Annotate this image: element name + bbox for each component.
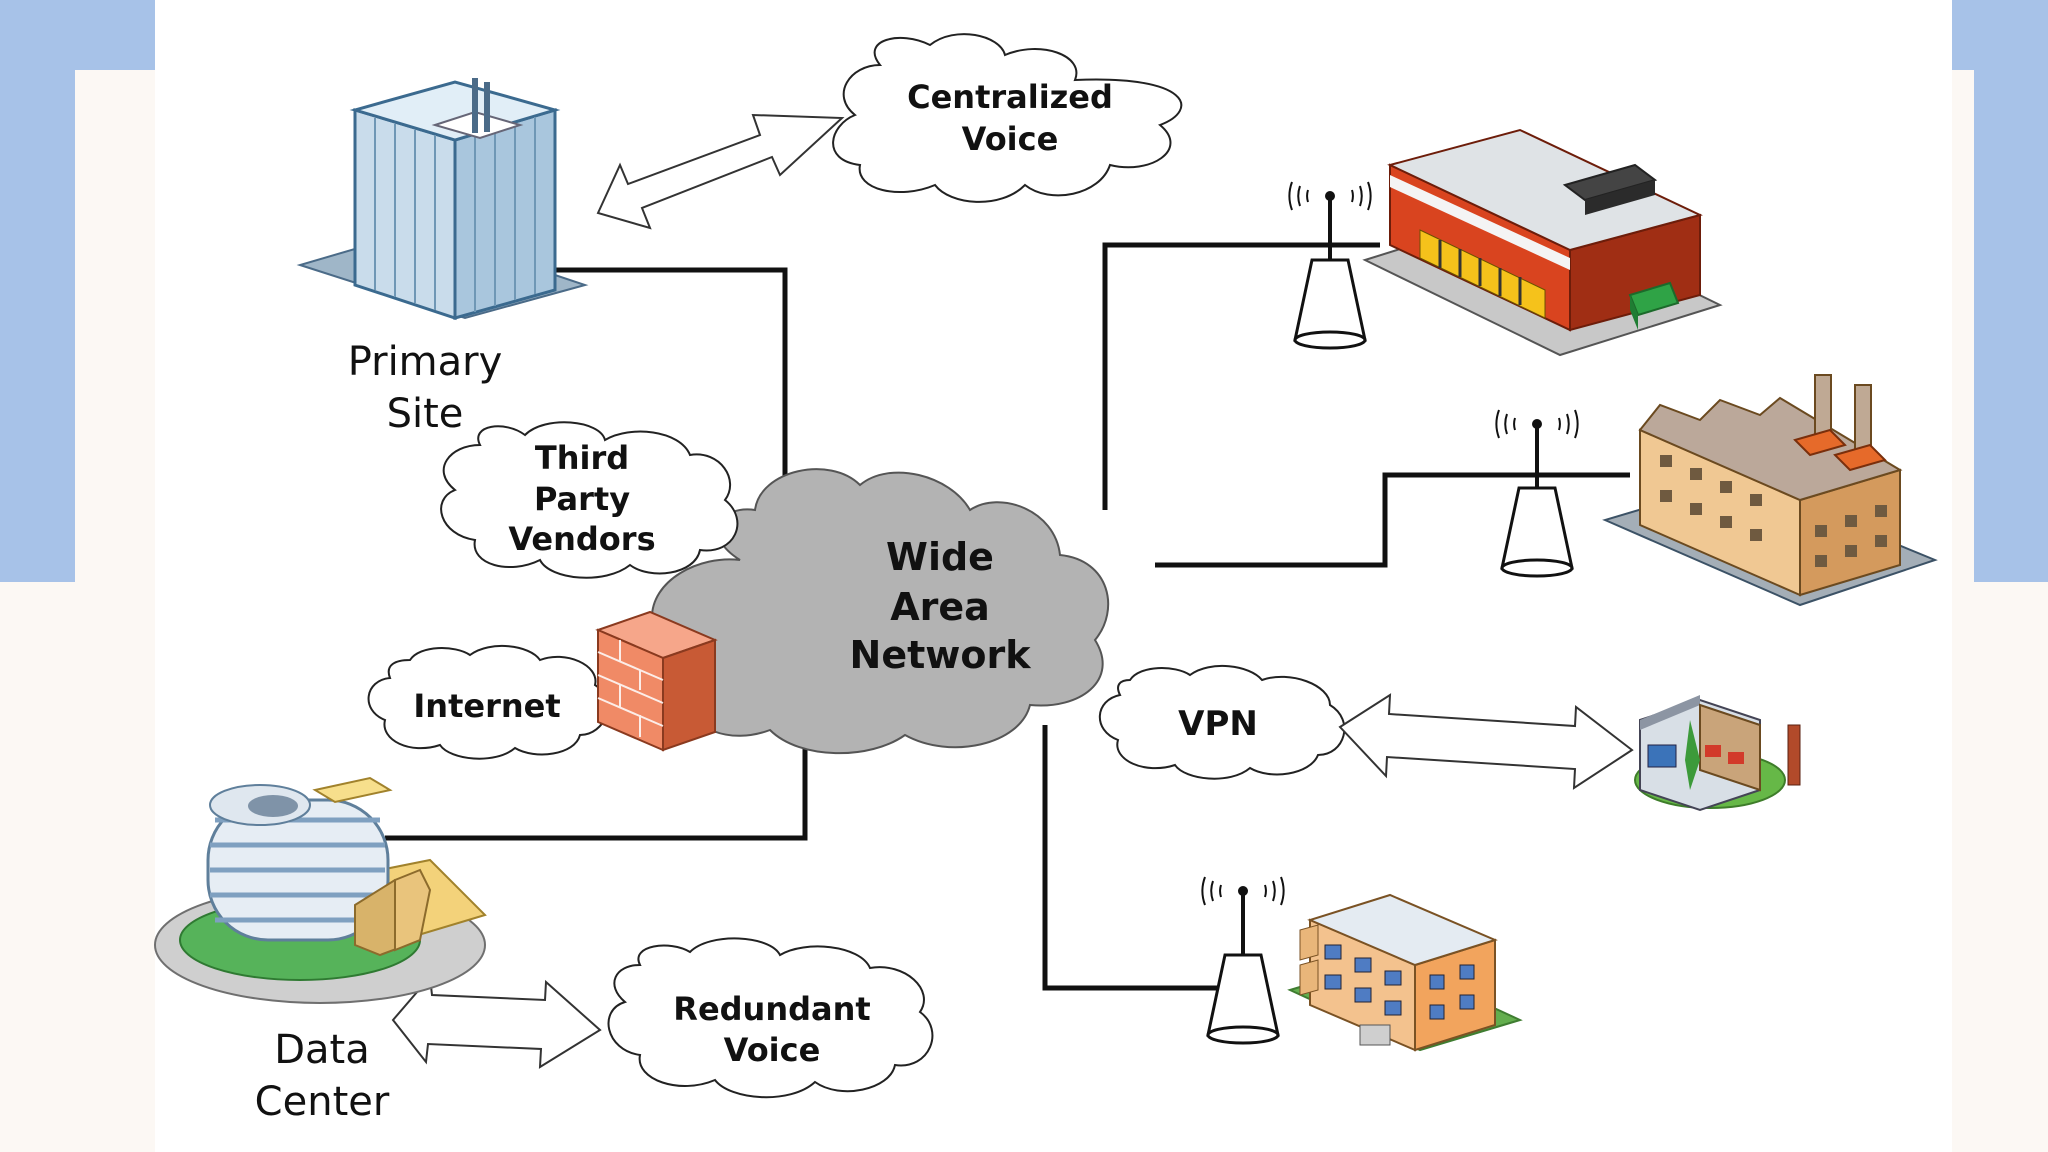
cloud-vpn: VPN (1098, 664, 1346, 780)
office-tower-icon (296, 78, 589, 321)
wan-label-line3: Network (850, 633, 1032, 677)
vpn-label: VPN (1178, 704, 1258, 744)
left-blue-band (0, 0, 75, 582)
link-data-center (385, 720, 808, 841)
wan-label-line2: Area (890, 585, 990, 629)
redundant-voice-line2: Voice (724, 1031, 821, 1069)
link-retail-store (1102, 242, 1380, 510)
cloud-internet: Internet (367, 644, 609, 760)
link-primary-site (525, 267, 788, 520)
wireless-antenna-icon (1288, 181, 1372, 350)
centralized-voice-line2: Voice (962, 120, 1059, 158)
top-left-blue-band (75, 0, 155, 70)
primary-site-line2: Site (387, 391, 464, 437)
internet-label: Internet (413, 687, 560, 725)
cloud-third-party-vendors: Third Party Vendors (440, 421, 739, 579)
data-center-line2: Center (255, 1079, 390, 1125)
data-center-icon (154, 776, 487, 1004)
data-center-line1: Data (274, 1027, 370, 1073)
cloud-redundant-voice: Redundant Voice (607, 937, 934, 1099)
firewall-icon (595, 610, 718, 752)
third-party-line2: Party (534, 480, 630, 518)
arrow-vpn (1338, 693, 1634, 790)
top-right-blue-band (1952, 0, 1974, 70)
home-office-icon (1634, 695, 1801, 812)
redundant-voice-line1: Redundant (673, 990, 870, 1028)
link-factory (1155, 472, 1630, 568)
wan-cloud: Wide Area Network (632, 468, 1110, 755)
arrow-centralized-voice (596, 113, 845, 230)
retail-store-icon (1362, 128, 1723, 357)
link-apartment (1042, 725, 1235, 991)
third-party-line1: Third (535, 439, 629, 477)
primary-site-line1: Primary (348, 339, 503, 385)
apartment-building-icon (1287, 893, 1523, 1052)
centralized-voice-line1: Centralized (907, 78, 1113, 116)
wireless-antenna-icon (1495, 409, 1579, 578)
arrow-redundant-voice (391, 974, 602, 1069)
factory-icon (1602, 374, 1938, 607)
cloud-centralized-voice: Centralized Voice (832, 33, 1183, 203)
wan-label-line1: Wide (886, 535, 994, 579)
third-party-line3: Vendors (508, 520, 655, 558)
link-lines (385, 242, 1630, 991)
wireless-antenna-icon (1201, 876, 1285, 1045)
right-blue-band (1974, 0, 2048, 582)
